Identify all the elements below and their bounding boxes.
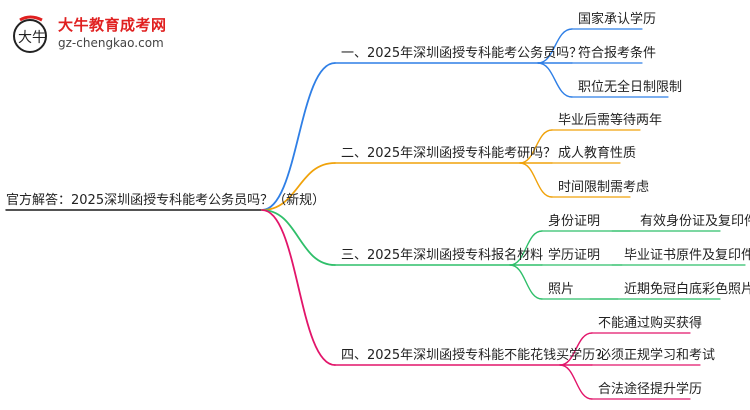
branch-3-item-3-detail: 近期免冠白底彩色照片 [624, 282, 750, 297]
branch-3-connector [261, 209, 336, 266]
branch-4-label: 四、2025年深圳函授专科能不能花钱买学历？ [341, 348, 609, 363]
branch-1-item-1-connector [537, 28, 573, 64]
branch-3-item-3-connector [509, 264, 543, 300]
branch-3-item-1: 身份证明 [548, 214, 601, 229]
logo: 大牛 大牛教育成考网 gz-chengkao.com [8, 12, 168, 58]
root-node: 官方解答：2025深圳函授专科能考公务员吗？（新规） [6, 193, 326, 208]
branch-4-item-2: 必须正规学习和考试 [598, 348, 716, 363]
logo-title: 大牛教育成考网 [58, 16, 167, 34]
branch-4-connector [261, 209, 336, 366]
branch-3-item-1-connector [509, 230, 543, 266]
branch-3-label: 三、2025年深圳函授专科报名材料 [341, 248, 544, 263]
branch-1-connector [261, 62, 336, 211]
branch-2-item-1: 毕业后需等待两年 [558, 113, 663, 128]
branch-2-item-3: 时间限制需考虑 [558, 180, 650, 195]
branch-1-item-2: 符合报考条件 [578, 46, 657, 61]
logo-url: gz-chengkao.com [58, 36, 164, 50]
branch-4-item-3: 合法途径提升学历 [598, 382, 703, 397]
branch-1-label: 一、2025年深圳函授专科能考公务员吗？ [341, 46, 583, 61]
branch-1-item-1: 国家承认学历 [578, 12, 657, 27]
branch-1-item-3-connector [537, 62, 573, 98]
branch-3-item-3: 照片 [548, 282, 575, 297]
logo-mark-icon: 大牛 [13, 15, 47, 53]
branch-2-item-3-connector [519, 162, 553, 198]
branch-2-item-2: 成人教育性质 [558, 146, 637, 161]
branch-2-label: 二、2025年深圳函授专科能考研吗？ [341, 146, 557, 161]
branch-4-item-1-connector [559, 332, 593, 366]
branch-4-item-1: 不能通过购买获得 [598, 316, 703, 331]
branch-1-item-3: 职位无全日制限制 [578, 80, 683, 95]
branch-3-item-1-detail: 有效身份证及复印件 [640, 214, 750, 229]
branch-2-connector [261, 162, 336, 211]
branch-4-item-3-connector [559, 364, 593, 400]
branch-3-item-2: 学历证明 [548, 248, 601, 263]
branch-2-item-1-connector [519, 129, 553, 164]
logo-mark-text: 大牛 [18, 30, 46, 46]
branch-3-item-2-detail: 毕业证书原件及复印件 [624, 248, 750, 263]
